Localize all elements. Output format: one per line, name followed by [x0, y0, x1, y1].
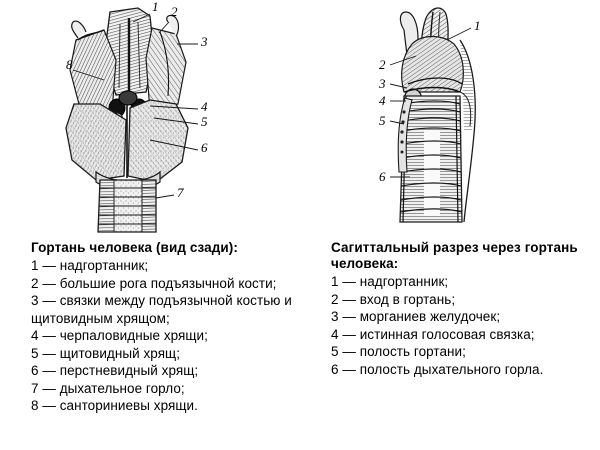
figure-label-3: 3: [200, 34, 208, 49]
right-cornu-wing: [145, 14, 187, 113]
list-item: 6 — полость дыхательного горла.: [331, 361, 544, 377]
thyroid-cartilage-body: [65, 99, 189, 183]
list-item: 6 — перстневидный хрящ;: [31, 363, 199, 378]
larynx-sagittal-drawing: 1 2 3 4 5 6: [378, 7, 481, 223]
figure-label-4: 4: [201, 99, 208, 114]
caption-right-title: Сагиттальный разрез через гортань челове…: [331, 240, 578, 271]
list-item: 2 — вход в гортань;: [331, 291, 456, 307]
list-item: 1 — надгортанник;: [331, 274, 449, 289]
list-item: 2 — большие рога подъязычной кости;: [31, 275, 277, 291]
larynx-posterior-drawing: 1 2 3 4 5 6 7 8: [65, 0, 208, 233]
figure-larynx-sagittal: 1 2 3 4 5 6: [300, 0, 600, 240]
figure-larynx-posterior: 1 2 3 4 5 6 7 8: [0, 0, 300, 240]
list-item: 5 — полость гортани;: [331, 344, 466, 359]
list-item: 3 — морганиев желудочек;: [331, 309, 501, 324]
anterior-cartilage-strip: [397, 97, 413, 173]
figure-label-6: 6: [379, 169, 386, 184]
figure-label-4: 4: [379, 93, 386, 108]
list-item: 5 — щитовидный хрящ;: [31, 345, 181, 361]
captions-row: Гортань человека (вид сзади): 1 — надгор…: [0, 240, 600, 450]
list-item: 3 — связки между подъязычной костью и щи…: [31, 293, 292, 326]
list-item: 4 — истинная голосовая связка;: [331, 326, 535, 342]
leader-lines: [389, 27, 472, 178]
figure-label-6: 6: [201, 140, 208, 155]
leader-lines: [72, 13, 199, 199]
caption-right: Сагиттальный разрез через гортань челове…: [331, 240, 593, 378]
posterior-wall: [459, 39, 476, 223]
figure-label-2: 2: [171, 4, 178, 19]
figure-label-1: 1: [152, 0, 159, 14]
larynx-trachea-cavity: [399, 95, 463, 223]
list-item: 8 — санториниевы хрящи.: [31, 398, 198, 413]
caption-left: Гортань человека (вид сзади): 1 — надгор…: [31, 240, 293, 415]
figure-label-5: 5: [379, 113, 386, 128]
vestibule-body: [401, 35, 464, 93]
figure-label-8: 8: [66, 57, 73, 72]
illustrations-row: 1 2 3 4 5 6 7 8: [0, 0, 600, 240]
figure-label-1: 1: [474, 18, 481, 33]
figure-label-3: 3: [378, 76, 386, 91]
caption-right-list: 1 — надгортанник; 2 — вход в гортань; 3 …: [331, 273, 593, 378]
list-item: 1 — надгортанник;: [31, 258, 149, 273]
list-item: 4 — черпаловидные хрящи;: [31, 328, 208, 343]
trachea: [97, 179, 157, 233]
list-item: 7 — дыхательное горло;: [31, 380, 185, 396]
figure-label-5: 5: [201, 114, 208, 129]
figure-label-7: 7: [177, 185, 184, 200]
caption-left-title: Гортань человека (вид сзади):: [31, 240, 238, 255]
greater-horn-tip: [166, 14, 180, 37]
caption-left-list: 1 — надгортанник; 2 — большие рога подъя…: [31, 257, 293, 415]
figure-label-2: 2: [379, 57, 386, 72]
left-cornu-wing: [69, 29, 117, 113]
